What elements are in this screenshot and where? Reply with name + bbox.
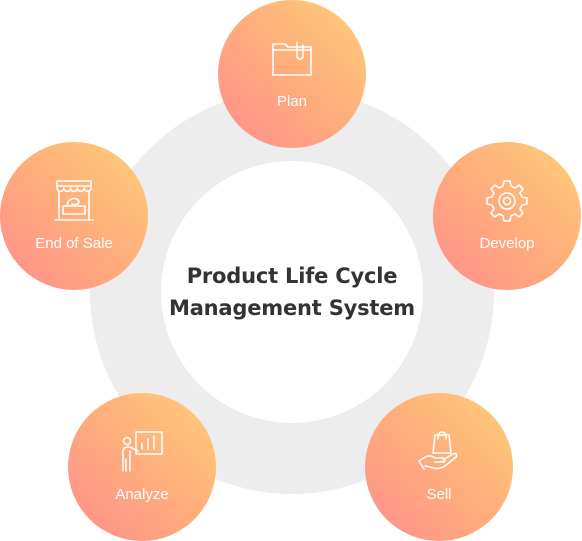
diagram-title-line2: Management System bbox=[169, 296, 415, 320]
stage-plan-label: Plan bbox=[276, 93, 308, 110]
hand-shopping-bag-icon bbox=[417, 429, 461, 473]
stage-end-of-sale-label: End of Sale bbox=[35, 235, 113, 252]
stage-analyze: Analyze bbox=[68, 393, 216, 541]
diagram-title-line1: Product Life Cycle bbox=[186, 264, 398, 288]
gear-icon bbox=[485, 178, 529, 222]
market-stall-icon bbox=[52, 178, 96, 222]
stage-sell: Sell bbox=[365, 393, 513, 541]
stage-sell-label: Sell bbox=[426, 486, 452, 503]
stage-analyze-label: Analyze bbox=[115, 486, 169, 503]
stage-develop-label: Develop bbox=[479, 235, 535, 252]
stage-develop: Develop bbox=[433, 142, 581, 290]
stage-end-of-sale: End of Sale bbox=[0, 142, 148, 290]
cycle-ring-center bbox=[161, 161, 423, 423]
stage-plan: Plan bbox=[218, 0, 366, 148]
folder-icon bbox=[270, 36, 314, 80]
presentation-chart-icon bbox=[120, 429, 164, 473]
diagram-title: Product Life Cycle Management System bbox=[161, 161, 423, 423]
